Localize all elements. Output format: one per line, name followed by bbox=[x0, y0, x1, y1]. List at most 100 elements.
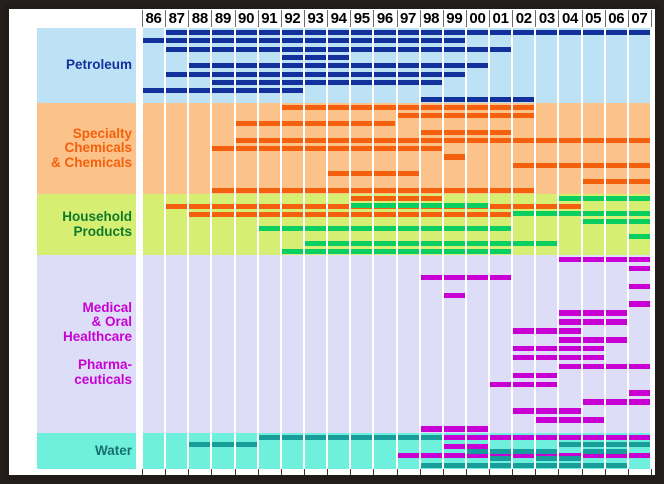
column-gridline bbox=[302, 28, 305, 103]
column-gridline bbox=[418, 103, 421, 194]
column-gridline bbox=[557, 28, 560, 103]
column-gridline bbox=[372, 103, 375, 194]
timeline-bar bbox=[559, 319, 627, 325]
timeline-bar bbox=[397, 452, 650, 459]
column-gridline bbox=[349, 255, 352, 433]
column-gridline bbox=[302, 433, 305, 469]
year-label-98: 98 bbox=[423, 10, 440, 27]
column-gridline bbox=[534, 255, 537, 433]
year-label-89: 89 bbox=[214, 10, 232, 27]
timeline-bar bbox=[628, 265, 650, 272]
column-gridline bbox=[302, 103, 305, 194]
column-gridline bbox=[256, 103, 259, 194]
year-label-05: 05 bbox=[585, 10, 602, 27]
column-gridline bbox=[441, 103, 444, 194]
column-gridline bbox=[164, 433, 167, 469]
year-label-91: 91 bbox=[261, 10, 278, 27]
sector-band-0 bbox=[141, 28, 652, 103]
column-gridline bbox=[187, 28, 190, 103]
column-gridline bbox=[418, 433, 421, 469]
column-gridline bbox=[349, 433, 352, 469]
column-gridline bbox=[603, 433, 606, 469]
column-gridline bbox=[256, 194, 259, 255]
sector-label-line: Healthcare bbox=[62, 328, 132, 344]
timeline-bar bbox=[559, 310, 627, 316]
column-gridline bbox=[395, 255, 398, 433]
sector-label-line: Medical bbox=[82, 299, 132, 315]
column-gridline bbox=[210, 28, 213, 103]
year-label-03: 03 bbox=[538, 10, 555, 27]
column-gridline bbox=[210, 194, 213, 255]
column-gridline bbox=[349, 194, 352, 255]
timeline-bar bbox=[628, 233, 650, 239]
column-gridline bbox=[464, 103, 467, 194]
timeline-bar bbox=[420, 96, 535, 102]
column-gridline bbox=[279, 433, 282, 469]
timeline-bar bbox=[513, 328, 581, 334]
column-gridline bbox=[210, 103, 213, 194]
axis-tick bbox=[304, 469, 305, 475]
column-gridline bbox=[557, 194, 560, 255]
column-gridline bbox=[418, 255, 421, 433]
column-gridline bbox=[534, 194, 537, 255]
timeline-bar bbox=[513, 408, 581, 414]
year-divider bbox=[420, 10, 421, 27]
sector-label-line: Chemicals bbox=[64, 140, 132, 156]
column-gridline bbox=[441, 28, 444, 103]
timeline-bar bbox=[166, 29, 650, 35]
column-gridline bbox=[626, 103, 629, 194]
year-label-04: 04 bbox=[561, 10, 579, 27]
timeline-bar bbox=[420, 426, 489, 432]
column-gridline bbox=[233, 28, 236, 103]
sector-label-line: Products bbox=[73, 223, 132, 239]
column-gridline bbox=[279, 255, 282, 433]
column-gridline bbox=[488, 28, 491, 103]
column-gridline bbox=[441, 194, 444, 255]
sector-label-4: Water bbox=[37, 433, 136, 469]
year-divider bbox=[304, 10, 305, 27]
timeline-bar bbox=[281, 54, 350, 60]
sector-label-line: Specialty bbox=[72, 125, 132, 141]
axis-tick bbox=[281, 469, 282, 475]
column-gridline bbox=[464, 194, 467, 255]
year-divider bbox=[327, 10, 328, 27]
year-label-95: 95 bbox=[353, 10, 370, 27]
timeline-bar bbox=[258, 226, 512, 232]
axis-tick bbox=[512, 469, 513, 475]
year-label-93: 93 bbox=[307, 10, 324, 27]
column-gridline bbox=[187, 194, 190, 255]
axis-tick bbox=[142, 469, 143, 475]
column-gridline bbox=[233, 103, 236, 194]
column-gridline bbox=[164, 194, 167, 255]
column-gridline bbox=[302, 194, 305, 255]
column-gridline bbox=[488, 433, 491, 469]
year-label-90: 90 bbox=[238, 10, 255, 27]
year-label-07: 07 bbox=[631, 10, 648, 27]
timeline-bar bbox=[559, 337, 627, 343]
timeline-bar bbox=[143, 88, 303, 94]
column-gridline bbox=[349, 28, 352, 103]
axis-tick bbox=[258, 469, 259, 475]
column-gridline bbox=[279, 28, 282, 103]
column-gridline bbox=[511, 433, 514, 469]
column-gridline bbox=[210, 255, 213, 433]
column-gridline bbox=[141, 28, 143, 103]
axis-tick bbox=[165, 469, 166, 475]
column-gridline bbox=[603, 255, 606, 433]
timeline-bar bbox=[420, 463, 627, 469]
sector-label-line: Water bbox=[94, 442, 132, 458]
column-gridline bbox=[141, 103, 143, 194]
column-gridline bbox=[626, 433, 629, 469]
sector-label-line: Household bbox=[62, 208, 132, 224]
year-label-97: 97 bbox=[400, 10, 417, 27]
column-gridline bbox=[511, 255, 514, 433]
column-gridline bbox=[372, 194, 375, 255]
axis-tick bbox=[628, 469, 629, 475]
sector-label-line: ceuticals bbox=[74, 371, 132, 387]
